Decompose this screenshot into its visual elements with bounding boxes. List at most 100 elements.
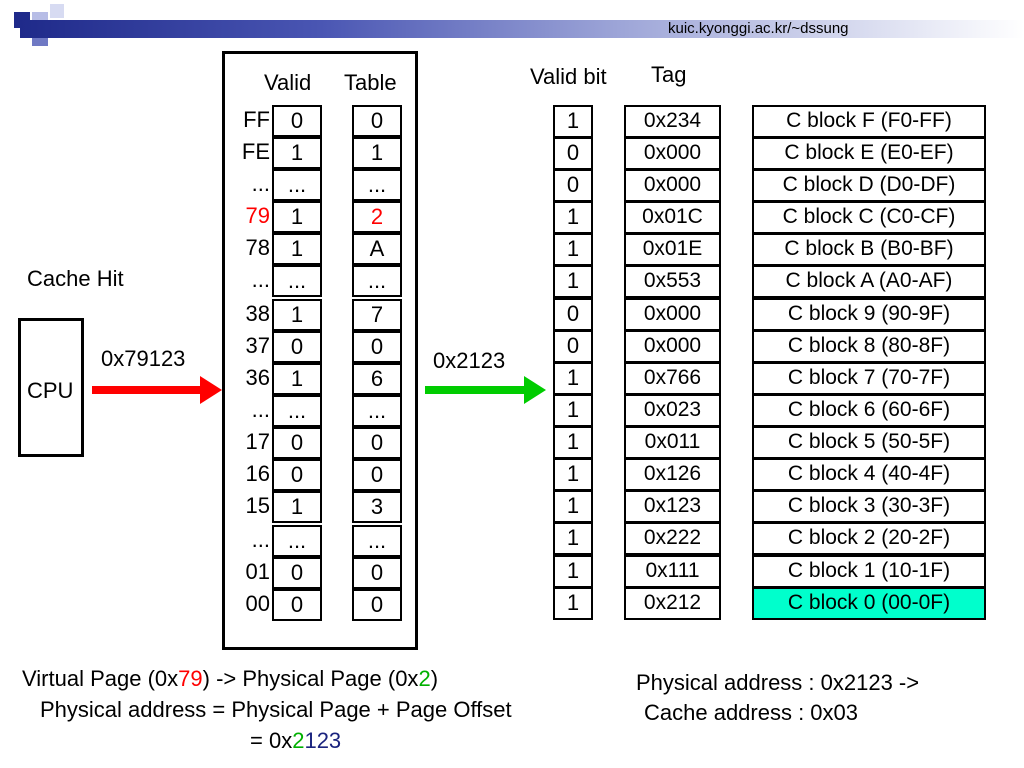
cache-tag-cell: 0x023 xyxy=(624,394,721,427)
logo-square-pale xyxy=(50,4,64,18)
bottom-line-3: = 0x2123 xyxy=(250,728,341,754)
cache-valid-cell: 0 xyxy=(553,330,593,363)
cache-tag-cell: 0x011 xyxy=(624,426,721,459)
cache-block-cell: C block F (F0-FF) xyxy=(752,105,986,138)
page-index-label: FE xyxy=(241,139,270,164)
cache-tag-cell: 0x234 xyxy=(624,105,721,138)
cache-tag-cell: 0x000 xyxy=(624,169,721,202)
page-valid-cell: 1 xyxy=(272,137,322,169)
page-valid-cell: 0 xyxy=(272,331,322,363)
line1-text-c: ) xyxy=(430,666,439,691)
cache-valid-cell: 1 xyxy=(553,458,593,491)
cache-block-cell: C block B (B0-BF) xyxy=(752,233,986,266)
bottom-line-2: Physical address = Physical Page + Page … xyxy=(40,697,512,722)
cache-valid-cell: 1 xyxy=(553,233,593,266)
page-index-label: ... xyxy=(251,267,270,292)
page-index-label: FF xyxy=(243,107,270,132)
page-valid-cell: ... xyxy=(272,525,322,557)
green-arrow xyxy=(425,376,546,404)
page-frame-cell: 0 xyxy=(352,427,402,459)
cache-block-cell: C block 2 (20-2F) xyxy=(752,522,986,555)
page-index-label: 78 xyxy=(245,235,270,260)
cache-hit-label: Cache Hit xyxy=(27,266,124,291)
page-frame-cell: 2 xyxy=(352,201,402,233)
page-valid-cell: 1 xyxy=(272,363,322,395)
cache-tag-cell: 0x123 xyxy=(624,490,721,523)
cache-valid-cell: 1 xyxy=(553,362,593,395)
line1-virtual-page: 79 xyxy=(178,666,203,691)
cache-valid-cell: 1 xyxy=(553,490,593,523)
cache-valid-cell: 1 xyxy=(553,426,593,459)
page-valid-cell: ... xyxy=(272,395,322,427)
cache-block-cell: C block 9 (90-9F) xyxy=(752,298,986,331)
page-table-frame xyxy=(222,51,418,650)
cache-tag-cell: 0x01E xyxy=(624,233,721,266)
page-frame-cell: ... xyxy=(352,265,402,297)
page-valid-cell: 0 xyxy=(272,459,322,491)
title-bar-gradient xyxy=(20,20,1024,38)
bottom-right-line-1: Physical address : 0x2123 -> xyxy=(636,670,920,695)
cache-valid-cell: 0 xyxy=(553,298,593,331)
cache-tag-cell: 0x126 xyxy=(624,458,721,491)
page-index-label: 17 xyxy=(245,429,270,454)
page-frame-cell: 0 xyxy=(352,589,402,621)
page-index-label: ... xyxy=(251,397,270,422)
virtual-address-label: 0x79123 xyxy=(101,346,186,371)
line1-physical-page: 2 xyxy=(418,666,431,691)
page-frame-cell: ... xyxy=(352,525,402,557)
page-index-label: 36 xyxy=(245,365,270,390)
page-valid-cell: 1 xyxy=(272,233,322,265)
cache-valid-cell: 1 xyxy=(553,265,593,298)
cache-block-cell: C block C (C0-CF) xyxy=(752,201,986,234)
line3-text-a: = 0x xyxy=(250,728,293,753)
page-valid-cell: 1 xyxy=(272,201,322,233)
physical-address-label: 0x2123 xyxy=(433,348,506,373)
page-frame-cell: 1 xyxy=(352,137,402,169)
line1-text-b: ) -> Physical Page (0x xyxy=(202,666,419,691)
page-frame-cell: 0 xyxy=(352,557,402,589)
red-arrow xyxy=(92,376,222,404)
cache-valid-cell: 1 xyxy=(553,555,593,588)
line1-text-a: Virtual Page (0x xyxy=(22,666,179,691)
page-valid-cell: 1 xyxy=(272,491,322,523)
cache-tag-cell: 0x212 xyxy=(624,587,721,620)
page-frame-cell: 0 xyxy=(352,105,402,137)
cache-block-cell: C block 3 (30-3F) xyxy=(752,490,986,523)
cache-tag-cell: 0x766 xyxy=(624,362,721,395)
cache-tag-cell: 0x000 xyxy=(624,137,721,170)
bottom-line-1: Virtual Page (0x79) -> Physical Page (0x… xyxy=(22,666,438,692)
page-frame-cell: 0 xyxy=(352,459,402,491)
line3-physical-page: 2 xyxy=(292,728,305,753)
cache-block-cell: C block E (E0-EF) xyxy=(752,137,986,170)
page-valid-cell: 0 xyxy=(272,427,322,459)
cache-valid-cell: 1 xyxy=(553,201,593,234)
page-index-label: 16 xyxy=(245,461,270,486)
cache-block-cell: C block 8 (80-8F) xyxy=(752,330,986,363)
page-index-label: 00 xyxy=(245,591,270,616)
cache-block-cell: C block D (D0-DF) xyxy=(752,169,986,202)
page-frame-cell: 6 xyxy=(352,363,402,395)
page-valid-cell: 0 xyxy=(272,557,322,589)
cache-block-cell: C block A (A0-AF) xyxy=(752,265,986,298)
cache-valid-cell: 0 xyxy=(553,169,593,202)
cache-tag-cell: 0x000 xyxy=(624,330,721,363)
cpu-label: CPU xyxy=(27,378,74,403)
cache-valid-cell: 0 xyxy=(553,137,593,170)
cache-tag-cell: 0x01C xyxy=(624,201,721,234)
page-frame-cell: 0 xyxy=(352,331,402,363)
cache-block-cell: C block 5 (50-5F) xyxy=(752,426,986,459)
page-frame-cell: A xyxy=(352,233,402,265)
page-index-label: 01 xyxy=(245,559,270,584)
page-table-valid-header: Valid xyxy=(264,70,312,95)
page-valid-cell: 0 xyxy=(272,589,322,621)
cache-block-cell: C block 0 (00-0F) xyxy=(752,587,986,620)
header-url: kuic.kyonggi.ac.kr/~dssung xyxy=(668,20,849,37)
cache-valid-cell: 1 xyxy=(553,522,593,555)
page-frame-cell: 7 xyxy=(352,299,402,331)
page-index-label: 38 xyxy=(245,301,270,326)
cache-valid-cell: 1 xyxy=(553,587,593,620)
page-valid-cell: 0 xyxy=(272,105,322,137)
cache-tag-cell: 0x000 xyxy=(624,298,721,331)
page-index-label: ... xyxy=(251,527,270,552)
